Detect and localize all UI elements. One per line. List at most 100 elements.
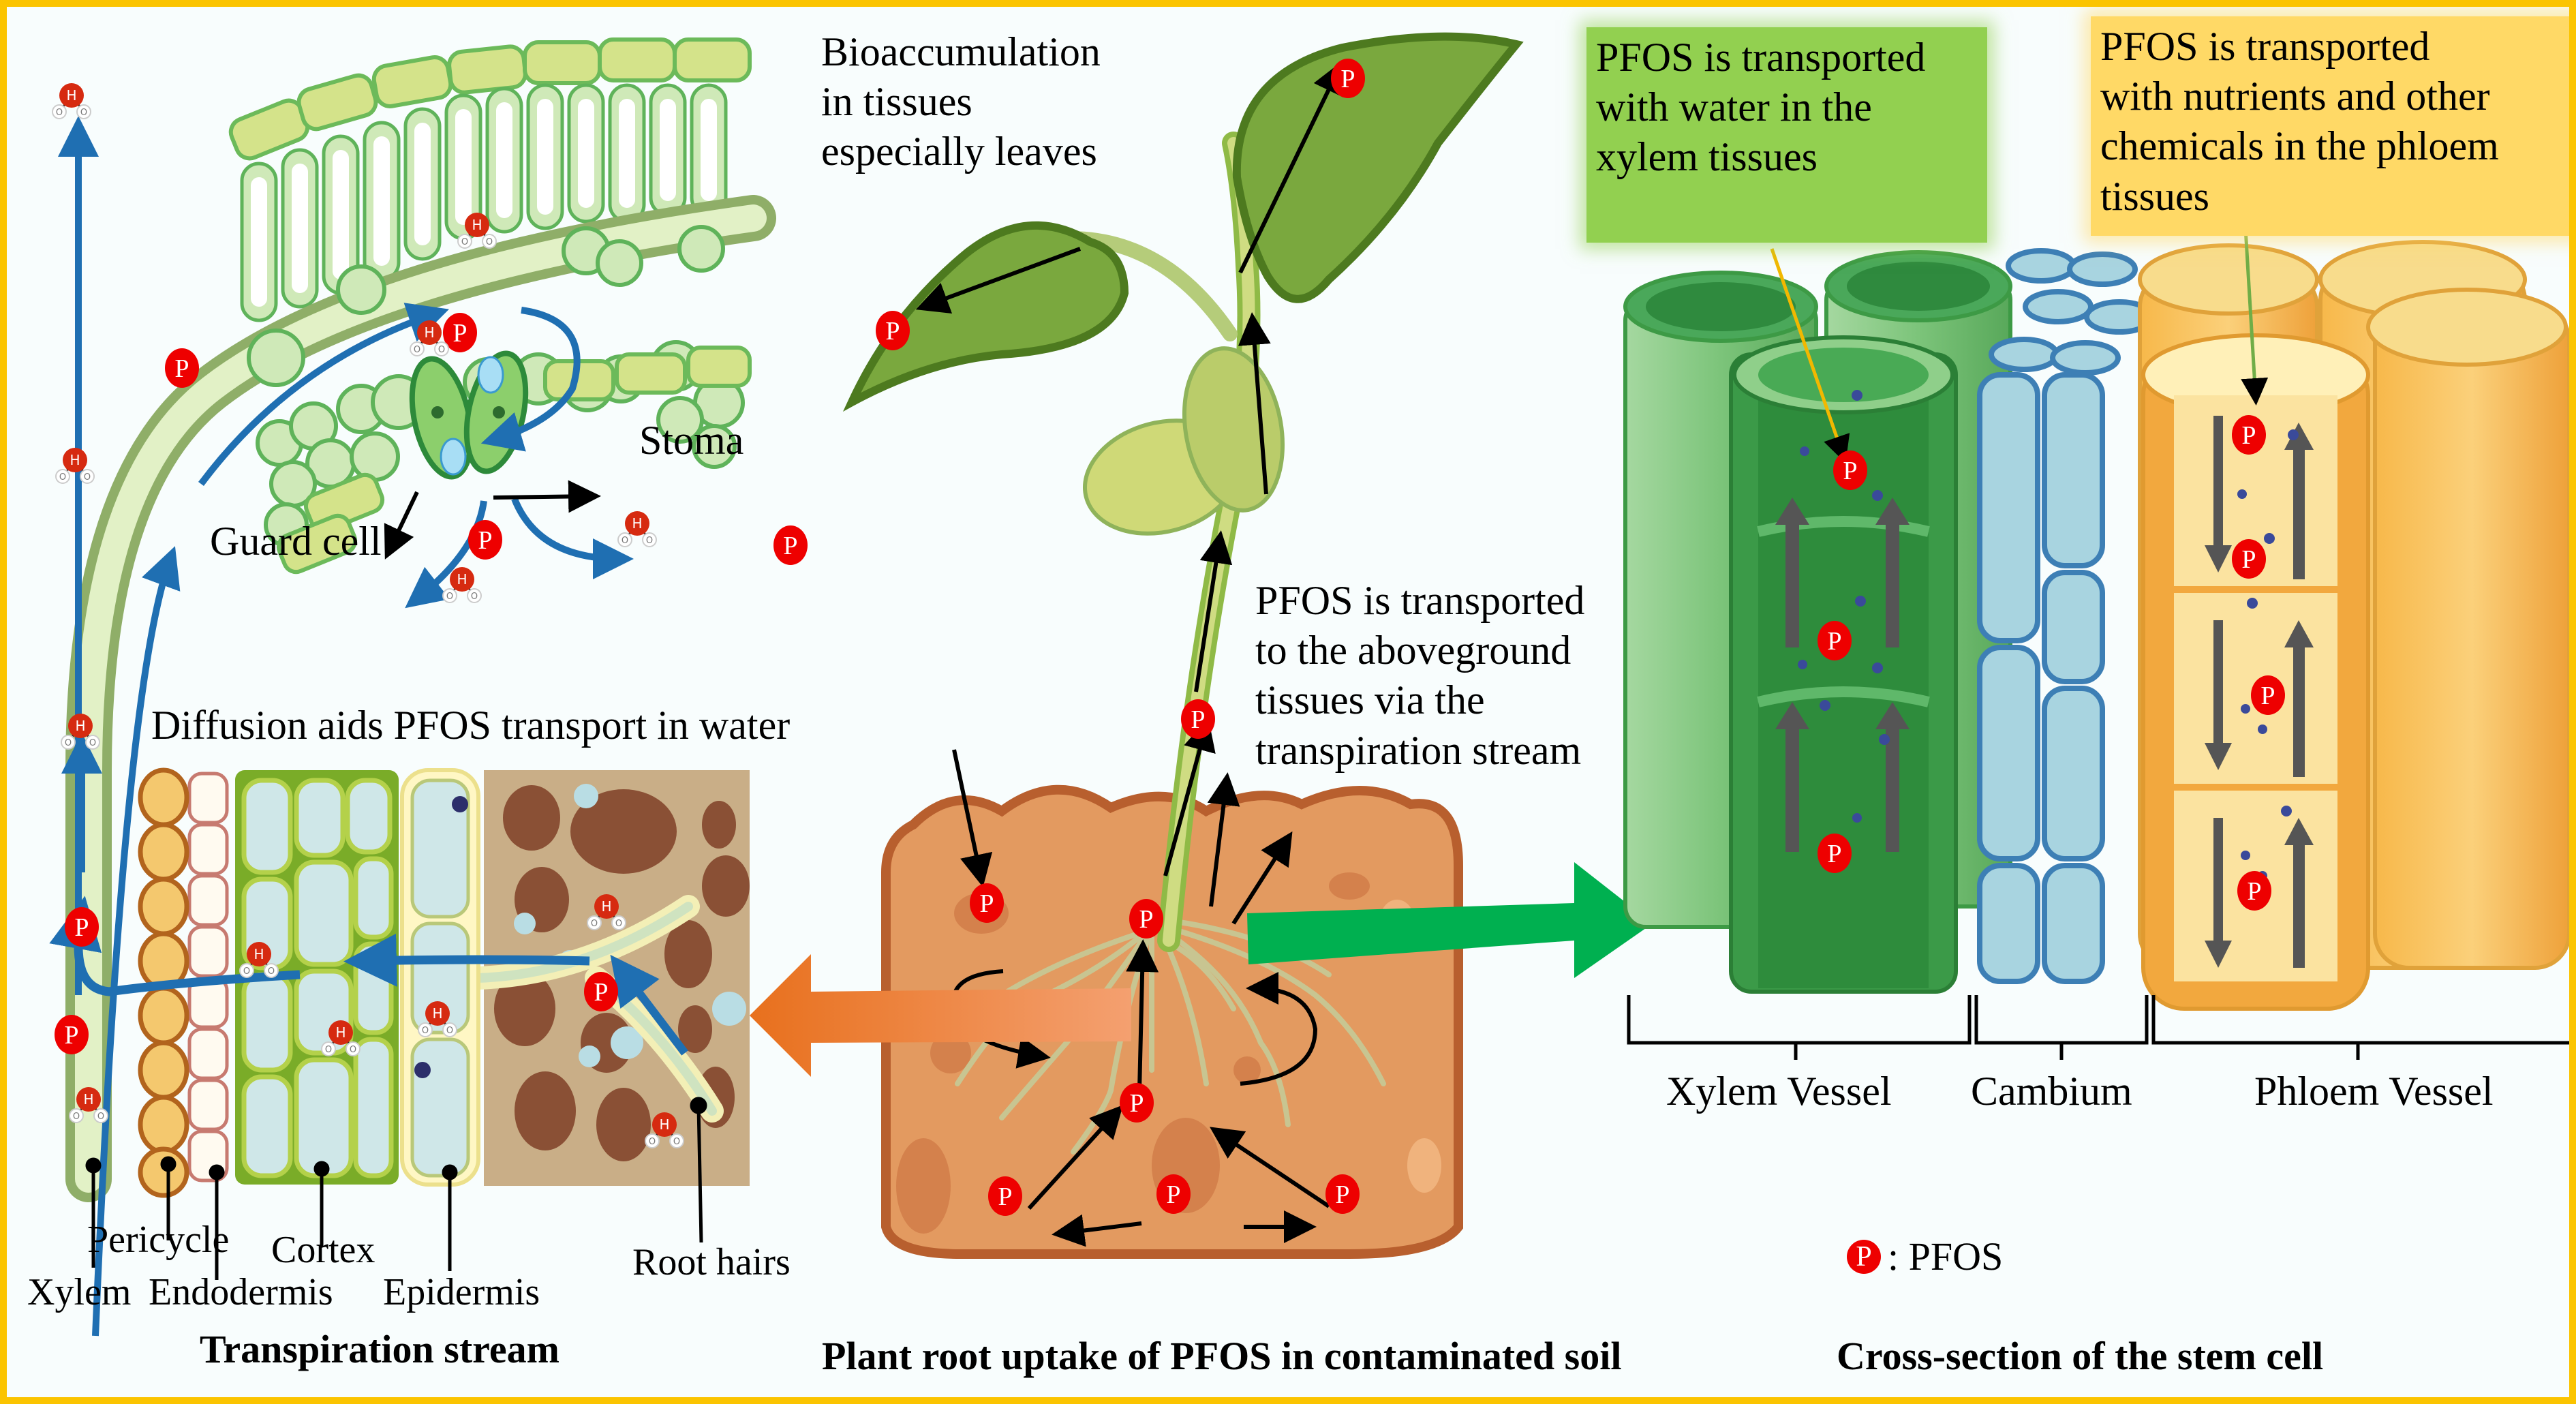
svg-text:P: P xyxy=(1191,705,1205,734)
phloem-callout-line-2: with nutrients and other xyxy=(2100,74,2490,119)
svg-text:P: P xyxy=(2241,421,2256,450)
svg-text:O: O xyxy=(268,966,275,977)
svg-text:O: O xyxy=(243,966,250,977)
pfos-molecule-icon: P xyxy=(584,972,618,1011)
svg-text:H: H xyxy=(424,324,434,341)
transport-note-line-4: transpiration stream xyxy=(1255,727,1582,773)
water-molecule-icon: O OH xyxy=(69,1087,108,1123)
upper-epidermis xyxy=(228,37,752,161)
transport-note-line-3: tissues via the xyxy=(1255,677,1485,723)
svg-text:O: O xyxy=(446,592,453,602)
phloem-callout-line-1: PFOS is transported xyxy=(2100,24,2430,69)
xylem-callout xyxy=(1586,27,1987,243)
plant-soil xyxy=(750,32,1653,1259)
svg-text:P: P xyxy=(1827,840,1841,868)
svg-text:H: H xyxy=(432,1005,442,1022)
svg-text:O: O xyxy=(673,1137,680,1147)
svg-text:O: O xyxy=(59,472,66,483)
svg-text:P: P xyxy=(1335,1180,1349,1209)
cambium-cells xyxy=(1977,248,2155,984)
stem-cross-section xyxy=(1623,228,2569,1060)
phloem-callout-line-3: chemicals in the phloem xyxy=(2100,123,2499,169)
pfos-molecule-icon: P xyxy=(443,313,477,352)
svg-text:P: P xyxy=(1139,905,1153,934)
svg-text:P: P xyxy=(1827,627,1841,656)
svg-text:O: O xyxy=(591,919,598,929)
svg-text:O: O xyxy=(325,1045,332,1055)
svg-text:O: O xyxy=(80,108,87,118)
bioaccumulation-line-1: Bioaccumulation xyxy=(821,29,1101,74)
svg-text:O: O xyxy=(438,345,445,355)
transport-note: PFOS is transported to the aboveground t… xyxy=(1255,576,1584,776)
svg-text:P: P xyxy=(594,978,608,1007)
svg-text:P: P xyxy=(979,889,994,918)
svg-text:P: P xyxy=(1129,1089,1144,1118)
guard-cell-label: Guard cell xyxy=(210,519,382,564)
diagram-artwork: PPPPPPPPPPPPPPPPPPPPPPPOOHOOHOOHOOHOOHOO… xyxy=(49,32,2569,1337)
svg-text:O: O xyxy=(646,536,653,546)
svg-text:O: O xyxy=(649,1137,656,1147)
svg-text:O: O xyxy=(486,237,493,247)
lower-leaf xyxy=(842,221,1129,412)
svg-text:P: P xyxy=(998,1182,1012,1211)
svg-text:O: O xyxy=(84,472,91,483)
leaf-cross-section xyxy=(58,37,776,1337)
stoma-label: Stoma xyxy=(639,418,744,463)
green-arrow xyxy=(1247,862,1653,978)
pfos-molecule-icon: P xyxy=(468,520,502,560)
svg-text:H: H xyxy=(83,1091,93,1108)
phloem-callout-line-4: tissues xyxy=(2100,173,2210,219)
label-phloem-vessel: Phloem Vessel xyxy=(2254,1069,2494,1114)
pfos-molecule-icon: P xyxy=(1120,1083,1154,1123)
pfos-molecule-icon: P xyxy=(876,311,910,350)
svg-text:O: O xyxy=(73,1112,80,1122)
pfos-molecule-icon: P xyxy=(773,525,808,565)
svg-text:O: O xyxy=(65,738,72,748)
label-endodermis: Endodermis xyxy=(149,1271,333,1313)
svg-text:H: H xyxy=(75,718,85,734)
svg-text:H: H xyxy=(601,898,611,915)
svg-text:O: O xyxy=(471,592,478,602)
diffusion-heading: Diffusion aids PFOS transport in water xyxy=(151,703,791,748)
pfos-molecule-icon: P xyxy=(65,907,99,947)
xylem-callout-text: PFOS is transported with water in the xy… xyxy=(1596,33,1925,183)
water-molecule-icon: O OH xyxy=(587,894,626,930)
label-xylem: Xylem xyxy=(27,1271,132,1313)
svg-text:H: H xyxy=(632,515,642,532)
transport-note-line-2: to the aboveground xyxy=(1255,628,1571,673)
svg-text:P: P xyxy=(1843,457,1857,485)
svg-text:H: H xyxy=(472,217,482,233)
xylem-callout-line-3: xylem tissues xyxy=(1596,134,1818,180)
pfos-legend-icon: P xyxy=(1847,1239,1881,1274)
svg-text:P: P xyxy=(2247,877,2261,906)
water-molecule-icon: O OH xyxy=(239,942,279,978)
svg-text:O: O xyxy=(56,108,63,118)
legend: P : PFOS xyxy=(1847,1234,2003,1279)
pfos-molecule-icon: P xyxy=(2232,415,2266,455)
pfos-molecule-icon: P xyxy=(1325,1174,1360,1214)
transport-note-line-1: PFOS is transported xyxy=(1255,578,1585,623)
legend-label: : PFOS xyxy=(1888,1234,2004,1279)
pfos-molecule-icon: P xyxy=(2251,675,2285,715)
svg-text:H: H xyxy=(70,452,80,468)
pfos-molecule-icon: P xyxy=(1181,699,1215,739)
svg-text:O: O xyxy=(97,1112,104,1122)
panel-title-center: Plant root uptake of PFOS in contaminate… xyxy=(822,1334,1622,1378)
svg-text:H: H xyxy=(254,946,264,962)
svg-text:P: P xyxy=(64,1021,78,1050)
svg-text:P: P xyxy=(1340,65,1355,93)
svg-text:O: O xyxy=(615,919,622,929)
bioaccumulation-line-2: in tissues xyxy=(821,79,972,125)
upper-leaf xyxy=(1232,32,1524,303)
pfos-molecule-icon: P xyxy=(55,1015,89,1054)
svg-text:H: H xyxy=(335,1024,346,1041)
svg-text:P: P xyxy=(1166,1180,1180,1209)
xylem-callout-line-1: PFOS is transported xyxy=(1596,35,1926,80)
label-cortex: Cortex xyxy=(271,1229,375,1271)
